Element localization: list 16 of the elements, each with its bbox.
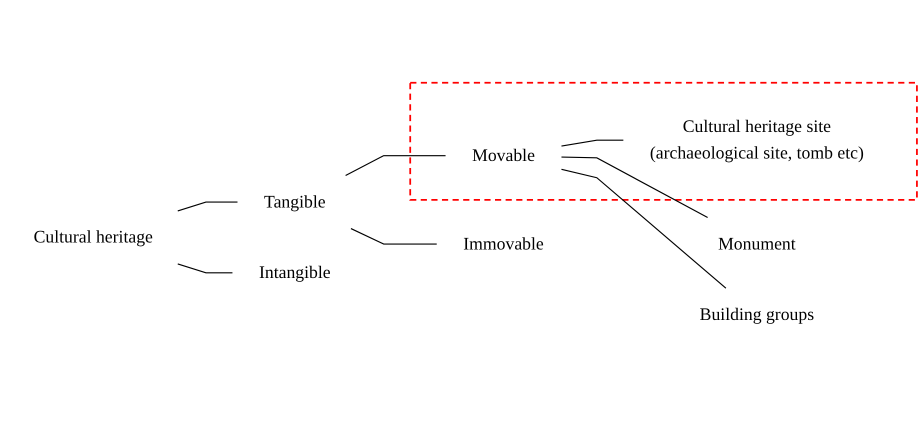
node-text: Monument	[718, 234, 796, 254]
node-text: Tangible	[264, 192, 326, 212]
node-text: Immovable	[463, 234, 544, 254]
connector	[350, 228, 437, 245]
node-text: Cultural heritage site (archaeological site, tomb etc)	[650, 117, 864, 164]
connector	[561, 140, 624, 147]
node-text: Intangible	[258, 263, 331, 282]
node-text: Building groups	[700, 305, 814, 324]
connector	[178, 263, 232, 274]
connector	[178, 201, 238, 212]
connector	[561, 168, 726, 289]
node-text: Movable	[472, 146, 535, 166]
node-text: Cultural heritage	[34, 228, 153, 248]
connector	[345, 155, 446, 176]
connector	[561, 156, 708, 218]
cluster	[409, 82, 918, 201]
